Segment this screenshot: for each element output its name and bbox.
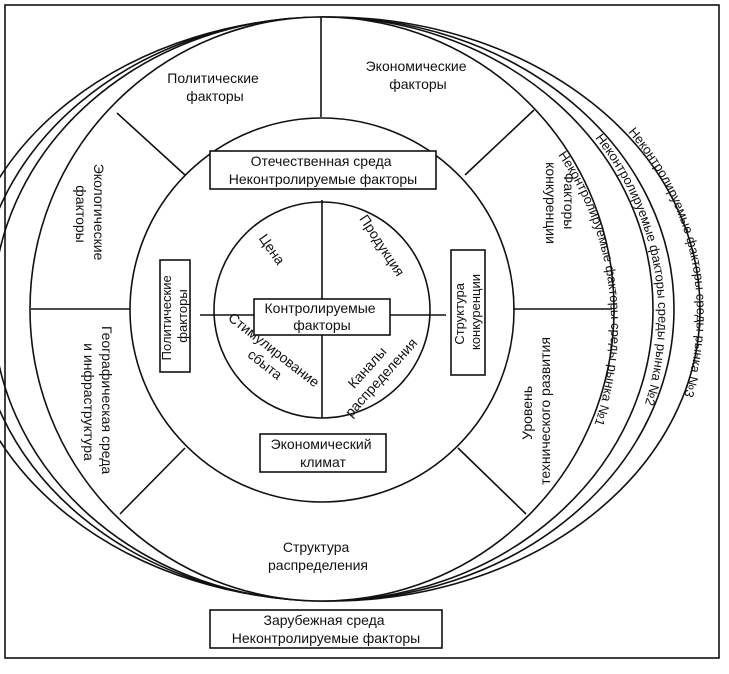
divider-upper-left — [116, 112, 186, 176]
middle-circle — [129, 117, 515, 503]
divider-upper-right — [464, 109, 535, 176]
distribution-label: Структура распределения — [268, 539, 368, 573]
mid-competition-text: Структура конкуренции — [452, 274, 483, 350]
foreign-box — [209, 609, 443, 649]
divider-lower-right — [457, 447, 527, 515]
mid-political-box — [159, 259, 191, 373]
controllable-text: Контролируемые факторы — [265, 300, 380, 333]
economic-climate-text: Экономический климат — [271, 436, 376, 470]
tech-level-label: Уровень технического развития — [519, 337, 553, 485]
economic-label: Экономические факторы — [366, 58, 471, 92]
foreign-box-text: Зарубежная среда Неконтролируемые фактор… — [232, 612, 420, 646]
ecological-label: Экологические факторы — [73, 164, 107, 265]
mid-political-text: Политические факторы — [159, 272, 190, 361]
domestic-box-text: Отечественная среда Неконтролируемые фак… — [229, 153, 417, 187]
divider-lower-left — [119, 447, 186, 515]
competition-factors-label: Факторы конкуренции — [543, 162, 577, 244]
geo-label: Географическая среда и инфраструктура — [81, 326, 115, 478]
economic-climate-box — [259, 433, 387, 473]
outer-frame — [4, 4, 720, 659]
mid-competition-box — [450, 249, 486, 376]
controllable-box — [253, 298, 391, 336]
political-label: Политические факторы — [167, 70, 262, 104]
domestic-box — [209, 150, 437, 190]
